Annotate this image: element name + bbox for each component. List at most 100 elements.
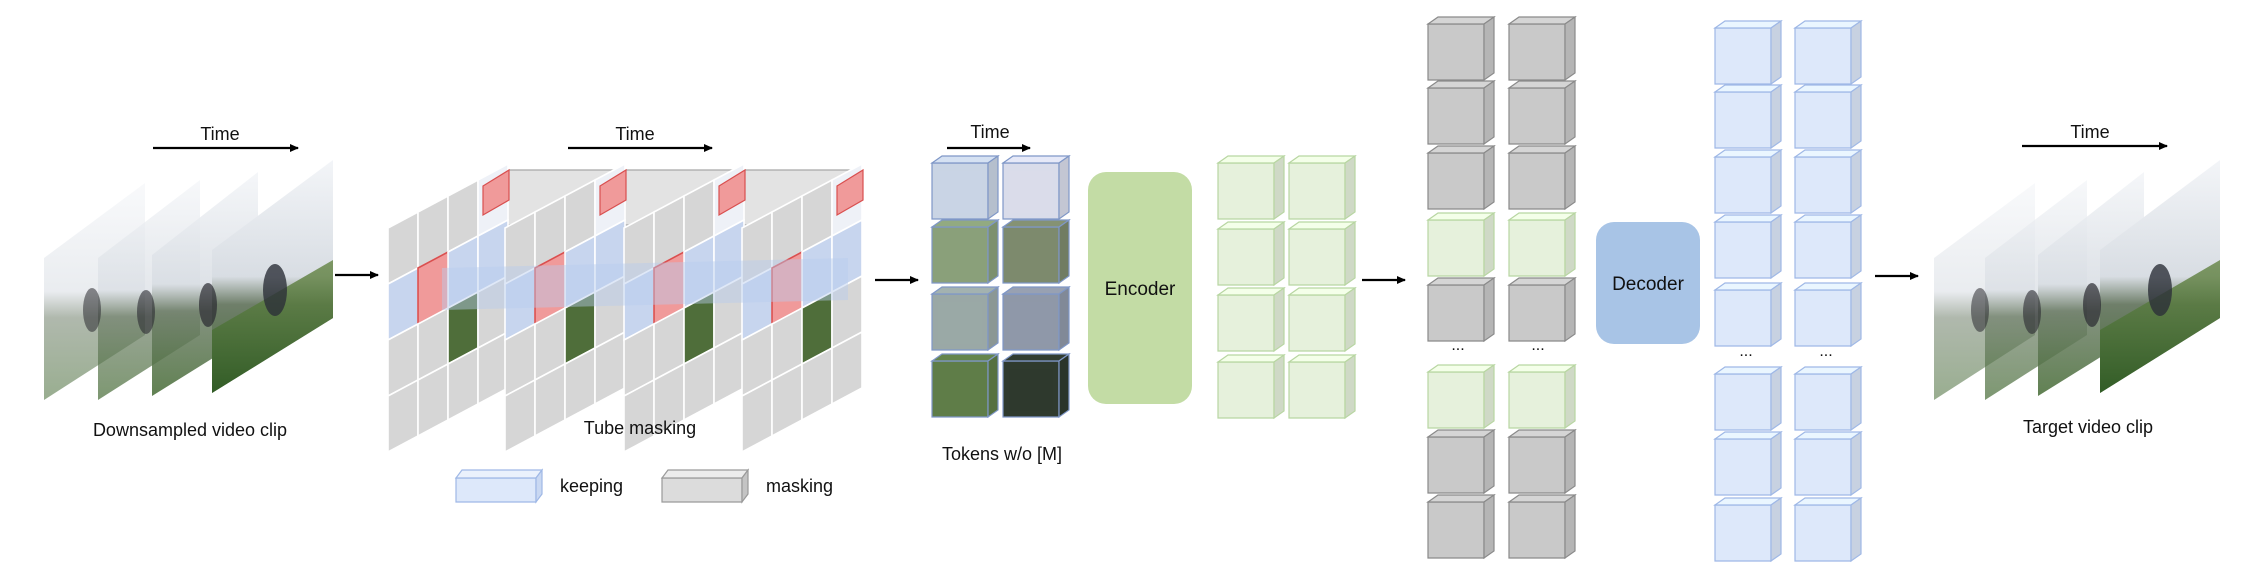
mask-token — [1426, 15, 1496, 82]
target-video-clip — [1934, 160, 2220, 400]
recon-ellipsis-right: ... — [1819, 343, 1832, 360]
person-figure — [2083, 283, 2101, 327]
decoder-label: Decoder — [1612, 274, 1684, 295]
reconstructed-token — [1713, 213, 1783, 280]
input-time-label: Time — [200, 124, 239, 144]
masking-time-label: Time — [615, 124, 654, 144]
token-image — [938, 302, 982, 344]
visible-token — [930, 352, 1000, 419]
reconstructed-tokens — [1713, 19, 1863, 563]
tube-top-highlight — [836, 168, 864, 217]
masked-frame-1 — [387, 162, 510, 454]
target-time-arrow: Time — [2022, 122, 2168, 150]
visible-token — [1001, 218, 1071, 285]
token-image — [938, 369, 982, 411]
encoded-token — [1287, 286, 1357, 353]
token-image — [938, 171, 982, 213]
tokens-time-label: Time — [970, 122, 1009, 142]
mask-token — [1507, 276, 1577, 343]
visible-token — [930, 154, 1000, 221]
reconstructed-token — [1713, 148, 1783, 215]
reconstructed-token — [1713, 496, 1783, 563]
mask-token — [1426, 144, 1496, 211]
mask-token — [1426, 428, 1496, 495]
token-image — [1009, 369, 1053, 411]
mask-token — [1507, 493, 1577, 560]
masked-frame-2 — [504, 162, 627, 454]
reconstructed-token — [1793, 365, 1863, 432]
kept-token — [1507, 211, 1577, 278]
mask-token — [1426, 79, 1496, 146]
tokens-caption: Tokens w/o [M] — [942, 444, 1062, 464]
reconstructed-token — [1793, 281, 1863, 348]
encoded-token — [1287, 154, 1357, 221]
tube-masking-block — [387, 162, 864, 454]
reconstructed-token — [1793, 430, 1863, 497]
masked-frame-3 — [623, 162, 746, 454]
mask-token — [1507, 15, 1577, 82]
legend: keeping masking — [454, 468, 833, 504]
reconstructed-token — [1793, 148, 1863, 215]
target-time-label: Time — [2070, 122, 2109, 142]
kept-token — [1426, 211, 1496, 278]
token-image — [1009, 171, 1053, 213]
visible-token — [930, 218, 1000, 285]
reconstructed-token — [1793, 496, 1863, 563]
visible-tokens — [930, 154, 1071, 419]
legend-masking-label: masking — [766, 476, 833, 496]
input-video-clip — [44, 160, 333, 400]
tokens-time-arrow: Time — [947, 122, 1031, 152]
sequence-ellipsis-right: ... — [1531, 337, 1544, 354]
encoded-token — [1216, 220, 1286, 287]
tube-top-highlight — [599, 168, 627, 217]
person-figure — [83, 288, 101, 332]
person-figure — [137, 290, 155, 334]
encoded-token — [1216, 286, 1286, 353]
reconstructed-token — [1713, 281, 1783, 348]
masked-frame-4 — [741, 162, 864, 454]
visible-token — [1001, 352, 1071, 419]
input-time-arrow: Time — [153, 124, 299, 152]
masking-time-arrow: Time — [568, 124, 713, 152]
reconstructed-token — [1793, 83, 1863, 150]
reconstructed-token — [1793, 213, 1863, 280]
token-image — [1009, 302, 1053, 344]
encoded-token — [1216, 353, 1286, 420]
masking-caption: Tube masking — [584, 418, 696, 438]
person-figure — [1971, 288, 1989, 332]
visible-token — [1001, 285, 1071, 352]
reconstructed-token — [1713, 83, 1783, 150]
encoded-token — [1287, 220, 1357, 287]
visible-token — [930, 285, 1000, 352]
target-caption: Target video clip — [2023, 417, 2153, 437]
reconstructed-token — [1793, 19, 1863, 86]
reconstructed-token — [1713, 365, 1783, 432]
tube-top-highlight — [482, 168, 510, 217]
legend-keeping-label: keeping — [560, 476, 623, 496]
decoder-block — [1596, 222, 1700, 344]
tube-patch — [831, 330, 863, 406]
legend-keeping-swatch — [454, 468, 544, 504]
person-figure — [2023, 290, 2041, 334]
mask-token — [1507, 144, 1577, 211]
input-caption: Downsampled video clip — [93, 420, 287, 440]
sequence-ellipsis-left: ... — [1451, 337, 1464, 354]
legend-masking-swatch — [660, 468, 750, 504]
person-figure — [199, 283, 217, 327]
encoded-token — [1287, 353, 1357, 420]
keeping-tube-band — [442, 258, 848, 310]
recon-ellipsis-left: ... — [1739, 343, 1752, 360]
encoded-tokens — [1216, 154, 1357, 420]
token-image — [1009, 235, 1053, 277]
tube-top-highlight — [718, 168, 746, 217]
token-image — [938, 235, 982, 277]
kept-token — [1426, 363, 1496, 430]
mask-token — [1426, 276, 1496, 343]
encoded-token — [1216, 154, 1286, 221]
reconstructed-token — [1713, 430, 1783, 497]
encoder-label: Encoder — [1105, 279, 1176, 300]
mask-token — [1426, 493, 1496, 560]
mask-token — [1507, 428, 1577, 495]
visible-token — [1001, 154, 1071, 221]
